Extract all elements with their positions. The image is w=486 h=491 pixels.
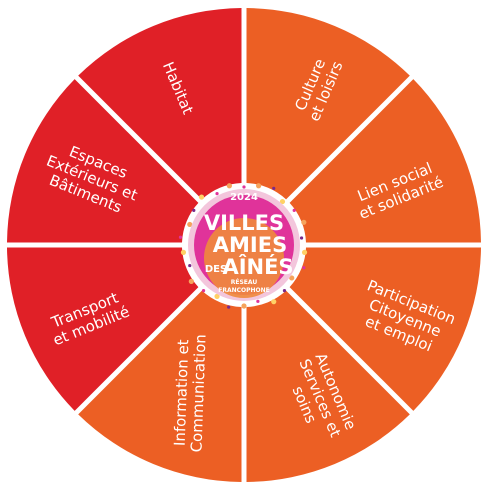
logo-confetti-dot: [242, 185, 246, 189]
logo-amies: AMIES: [213, 233, 287, 257]
logo-confetti-dot: [255, 183, 262, 189]
logo-confetti-dot: [226, 183, 233, 189]
segment-espaces: [7, 79, 199, 243]
logo-confetti-dot: [187, 221, 193, 228]
segment-information: [78, 290, 242, 482]
logo-confetti-dot: [302, 266, 306, 270]
logo-aines: AÎNÉS: [222, 254, 293, 279]
logo-confetti-dot: [301, 249, 308, 255]
logo-confetti-dot: [292, 208, 296, 212]
logo-confetti-dot: [301, 219, 307, 225]
logo-year: 2024: [230, 192, 258, 203]
logo-villes: VILLES: [204, 211, 284, 235]
segment-label-line: Communication: [187, 334, 209, 453]
logo-confetti-dot: [188, 263, 192, 268]
logo-confetti-dot: [241, 303, 247, 309]
segment-lien-social: [289, 79, 481, 243]
logo-confetti-dot: [192, 208, 196, 212]
logo-des: DES: [205, 264, 227, 275]
logo-confetti-dot: [256, 299, 260, 303]
segment-label-information: Information etCommunication: [170, 333, 209, 452]
segment-autonomie: [246, 290, 410, 482]
logo-confetti-dot: [215, 192, 219, 196]
segment-culture-loisirs: [246, 8, 410, 200]
logo-confetti-dot: [271, 299, 277, 305]
logo-confetti-dot: [214, 293, 220, 299]
logo-confetti-dot: [188, 278, 194, 284]
logo-confetti-dot: [299, 236, 304, 240]
logo-francophone: FRANCOPHONE: [218, 287, 270, 294]
villes-amies-des-aines-logo: 2024 VILLES AMIES DES AÎNÉS RÉSEAU FRANC…: [178, 183, 308, 309]
logo-confetti-dot: [180, 249, 187, 255]
logo-confetti-dot: [198, 194, 205, 200]
segment-habitat: [78, 8, 242, 200]
logo-confetti-dot: [227, 305, 231, 309]
logo-reseau: RÉSEAU: [231, 278, 258, 286]
logo-confetti-dot: [201, 289, 206, 293]
logo-confetti-dot: [282, 289, 287, 293]
logo-confetti-dot: [272, 186, 276, 190]
segment-transport: [7, 247, 199, 411]
segment-participation: [289, 247, 481, 411]
logo-confetti-dot: [289, 275, 295, 281]
segment-label-line: Information et: [171, 339, 193, 446]
logo-confetti-dot: [178, 235, 183, 239]
logo-confetti-dot: [279, 198, 286, 205]
